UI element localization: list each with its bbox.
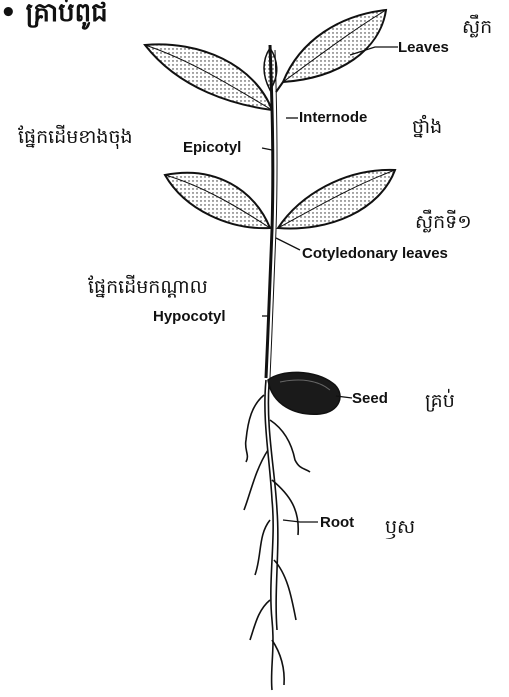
khmer-label-internode: ថ្នាំង	[412, 118, 442, 137]
khmer-label-epicotyl: ផ្នែកដើមខាងចុង	[18, 128, 133, 147]
label-cotyledonary-leaves: Cotyledonary leaves	[302, 246, 448, 261]
label-leaves: Leaves	[398, 40, 449, 55]
seed-shape	[268, 372, 340, 414]
label-epicotyl: Epicotyl	[183, 140, 241, 155]
label-seed: Seed	[352, 391, 388, 406]
root-system	[244, 380, 310, 690]
khmer-label-leaves: ស្លឹក	[462, 18, 492, 37]
cotyledon-right	[278, 170, 395, 229]
khmer-label-hypocotyl: ផ្នែកដើមកណ្ដាល	[88, 278, 208, 297]
khmer-label-seed: គ្រប់	[425, 392, 455, 411]
khmer-label-cotyledonary-leaves: ស្លឹកទី១	[415, 213, 472, 232]
leaf-top-left	[145, 44, 272, 110]
khmer-label-root: ឫស	[385, 518, 415, 537]
label-hypocotyl: Hypocotyl	[153, 309, 226, 324]
label-internode: Internode	[299, 110, 367, 125]
label-root: Root	[320, 515, 354, 530]
cotyledon-left	[165, 173, 270, 228]
